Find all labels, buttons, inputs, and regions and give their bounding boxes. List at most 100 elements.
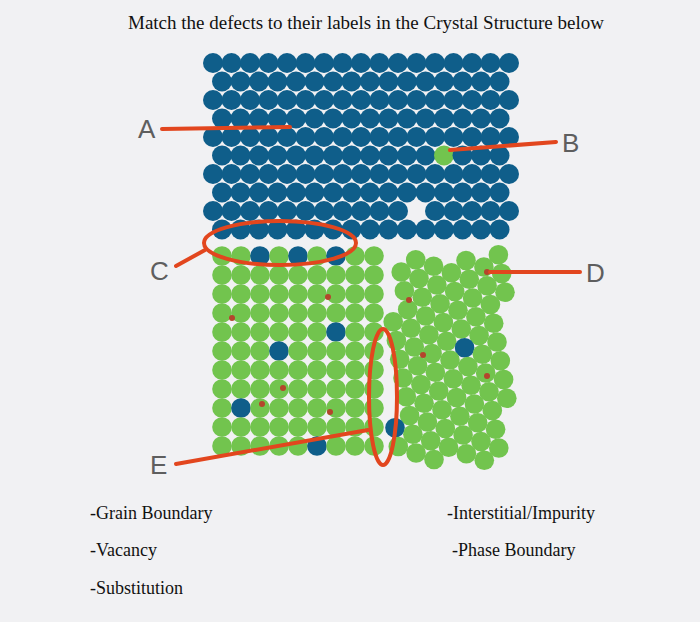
host-atom xyxy=(388,164,408,184)
host-atom xyxy=(277,201,297,221)
leader-line xyxy=(450,142,556,150)
host-atom xyxy=(296,53,316,73)
host-atom xyxy=(259,164,279,184)
host-atom xyxy=(424,450,444,470)
host-atom xyxy=(326,360,346,380)
host-atom xyxy=(462,201,482,221)
host-atom xyxy=(212,360,232,380)
host-atom xyxy=(425,164,445,184)
host-atom xyxy=(269,265,289,285)
host-atom xyxy=(240,201,260,221)
host-atom xyxy=(345,341,365,361)
host-atom xyxy=(342,183,362,203)
host-atom xyxy=(444,90,464,110)
host-atom xyxy=(314,53,334,73)
host-atom xyxy=(351,90,371,110)
host-atom xyxy=(490,183,510,203)
host-atom xyxy=(462,90,482,110)
host-atom xyxy=(277,127,297,147)
host-atom xyxy=(305,183,325,203)
host-atom xyxy=(370,90,390,110)
host-atom xyxy=(307,265,327,285)
host-atom xyxy=(277,164,297,184)
host-atom xyxy=(425,53,445,73)
host-atom xyxy=(379,72,399,92)
host-atom xyxy=(364,303,384,323)
host-atom xyxy=(407,90,427,110)
host-atom xyxy=(351,53,371,73)
host-atom xyxy=(391,262,411,282)
host-atom xyxy=(481,164,501,184)
host-atom xyxy=(240,90,260,110)
host-atom xyxy=(288,265,308,285)
host-atom xyxy=(222,201,242,221)
host-atom xyxy=(351,127,371,147)
leader-line xyxy=(490,270,580,274)
substitution-atom xyxy=(231,398,251,418)
host-atom xyxy=(434,72,454,92)
host-atom xyxy=(231,265,251,285)
phase-boundary-ellipse xyxy=(204,221,356,265)
host-atom xyxy=(462,53,482,73)
host-atom xyxy=(345,360,365,380)
host-atom xyxy=(444,127,464,147)
host-atom xyxy=(388,90,408,110)
host-atom xyxy=(231,379,251,399)
host-atom xyxy=(296,201,316,221)
title-holder: Match the defects to their labels in the… xyxy=(128,12,604,34)
host-atom xyxy=(416,183,436,203)
host-atom xyxy=(364,284,384,304)
host-atom xyxy=(212,284,232,304)
callout-letter-holder: E xyxy=(150,450,167,481)
host-atom xyxy=(481,90,501,110)
host-atom xyxy=(231,417,251,437)
answer-option: -Substitution xyxy=(90,578,183,599)
host-atom xyxy=(481,127,501,147)
host-atom xyxy=(307,341,327,361)
host-atom xyxy=(499,53,519,73)
host-atom xyxy=(269,303,289,323)
host-atom xyxy=(222,90,242,110)
host-atom xyxy=(370,127,390,147)
host-atom xyxy=(364,417,384,437)
callout-letter: A xyxy=(138,114,155,145)
host-atom xyxy=(250,265,270,285)
host-atom xyxy=(288,360,308,380)
callout-letter: D xyxy=(586,258,605,289)
host-atom xyxy=(286,72,306,92)
host-atom xyxy=(286,183,306,203)
host-atom xyxy=(407,164,427,184)
host-atom xyxy=(212,322,232,342)
host-atom xyxy=(231,284,251,304)
interstitial-atom xyxy=(327,409,333,415)
host-atom xyxy=(444,53,464,73)
host-atom xyxy=(323,72,343,92)
host-atom xyxy=(370,201,390,221)
host-atom xyxy=(360,72,380,92)
host-atom xyxy=(269,246,289,266)
host-atom xyxy=(453,220,473,240)
host-atom xyxy=(481,53,501,73)
host-atom xyxy=(379,183,399,203)
leader-line xyxy=(176,430,368,464)
host-atom xyxy=(307,360,327,380)
host-atom xyxy=(425,201,445,221)
host-atom xyxy=(457,444,477,464)
host-atom xyxy=(345,398,365,418)
host-atom xyxy=(499,90,519,110)
host-atom xyxy=(434,183,454,203)
host-atom xyxy=(444,201,464,221)
host-atom xyxy=(212,341,232,361)
host-atom xyxy=(345,284,365,304)
interstitial-atom xyxy=(280,385,286,391)
host-atom xyxy=(407,127,427,147)
host-atom xyxy=(416,146,436,166)
host-atom xyxy=(212,417,232,437)
host-atom xyxy=(212,146,232,166)
host-atom xyxy=(305,146,325,166)
host-atom xyxy=(326,341,346,361)
host-atom xyxy=(307,284,327,304)
host-atom xyxy=(388,201,408,221)
interstitial-atom xyxy=(406,297,412,303)
